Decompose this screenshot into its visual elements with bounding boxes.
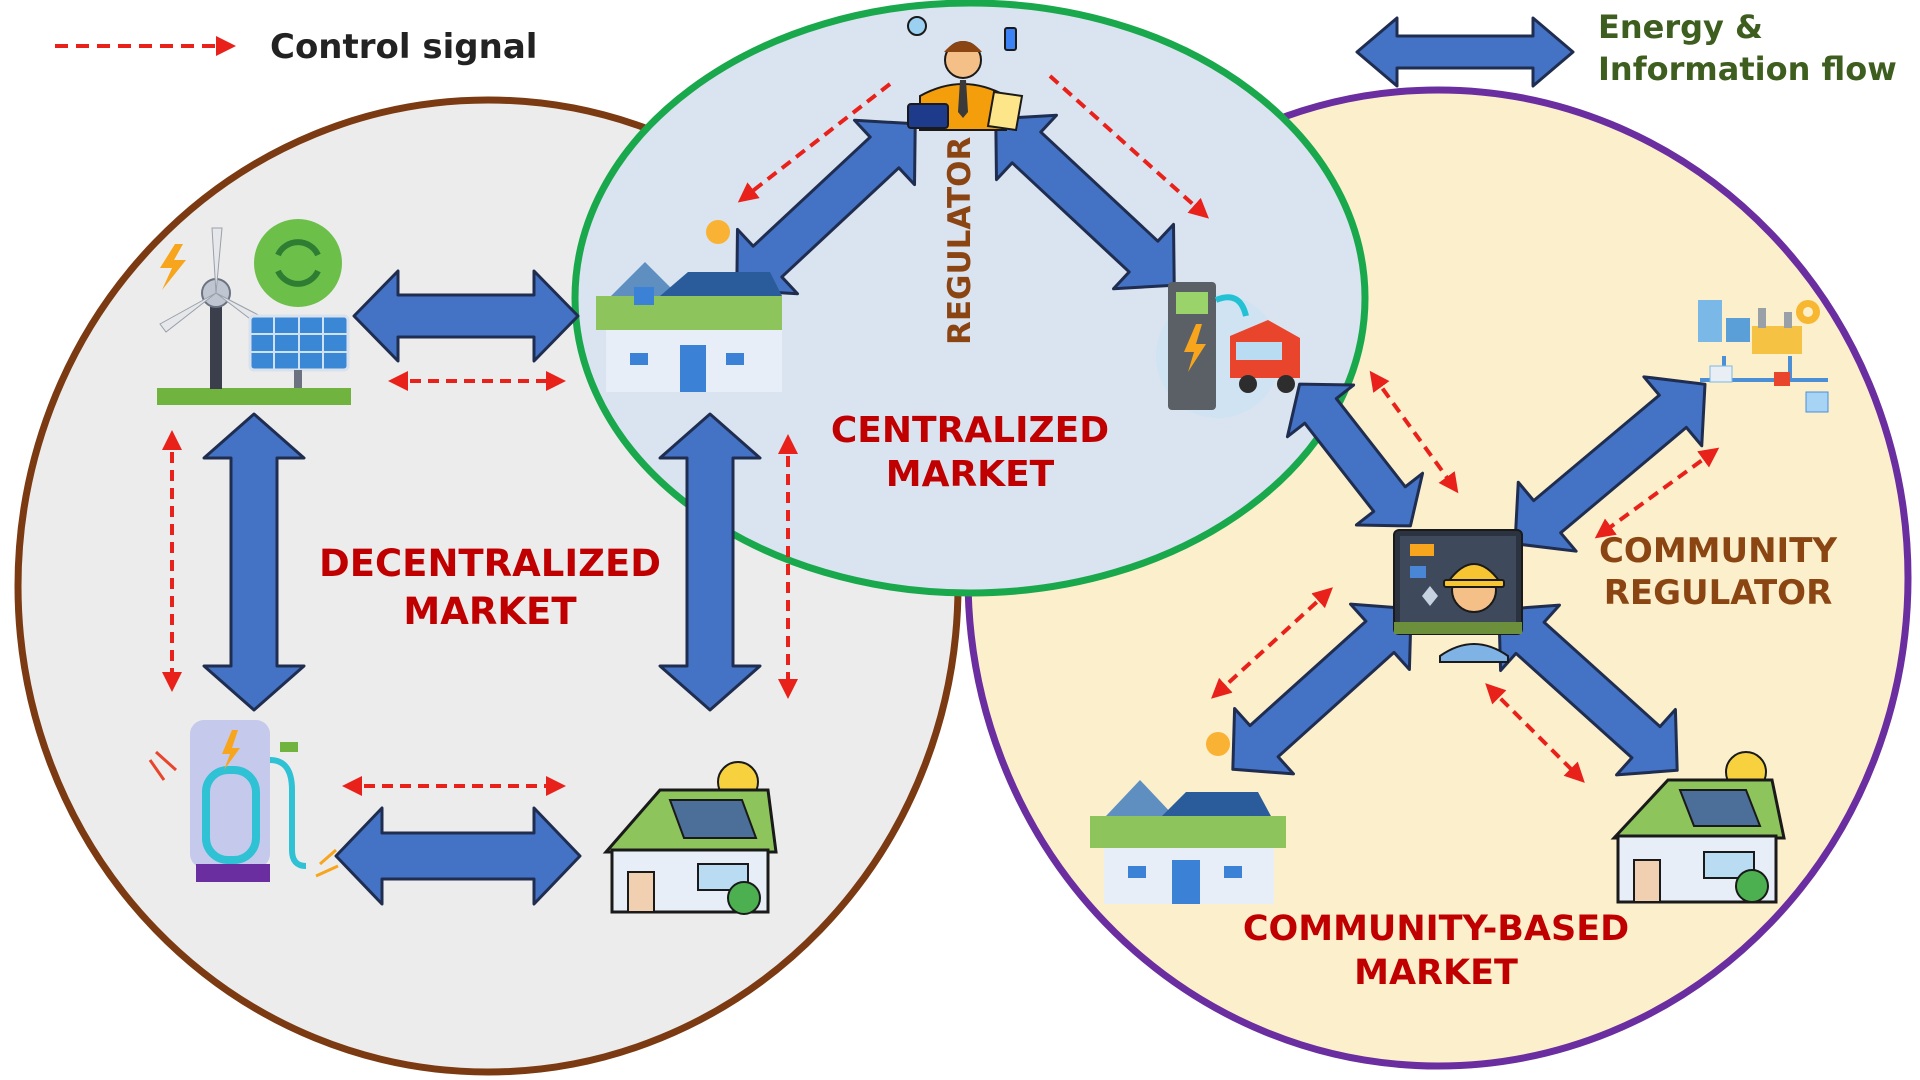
control-signal-factory-community	[1594, 447, 1720, 539]
flow-arrow-house-to-house	[658, 412, 762, 712]
flow-arrow-renewable-to-house	[352, 269, 580, 363]
decentralized-market-label-line2: MARKET	[403, 590, 577, 633]
control-signal-community-house-left	[1211, 587, 1333, 699]
centralized-market-label-line2: MARKET	[886, 454, 1055, 495]
decentralized-market-label-line1: DECENTRALIZED	[319, 542, 661, 585]
control-signal-regulator-house	[737, 82, 892, 203]
regulator-person-icon	[907, 16, 1024, 132]
centralized-house-solar-icon	[596, 220, 782, 392]
community-based-market-label-line2: MARKET	[1354, 953, 1518, 993]
flow-arrow-community-regulator-to-house-right	[1497, 603, 1679, 777]
legend-energy-flow-label-line1: Energy &	[1598, 8, 1763, 46]
centralized-market-circle	[571, 0, 1369, 597]
flow-arrow-renewable-to-charger	[202, 412, 306, 712]
control-signal-ev-community	[1369, 370, 1459, 494]
renewable-energy-icon	[157, 219, 351, 405]
regulator-label: REGULATOR	[942, 136, 978, 345]
ev-charging-station-icon	[1156, 282, 1300, 418]
factory-grid-icon	[1698, 300, 1829, 413]
decentralized-house-solar-icon	[602, 761, 778, 915]
flow-arrow-charger-to-house	[334, 806, 582, 906]
community-based-market-label-line1: COMMUNITY-BASED	[1243, 909, 1629, 949]
community-regulator-label-line1: COMMUNITY	[1599, 531, 1837, 571]
control-signal-community-house-right	[1485, 683, 1585, 783]
centralized-market-label-line1: CENTRALIZED	[831, 410, 1109, 451]
legend-energy-flow-label-line2: Information flow	[1598, 50, 1897, 88]
legend-control-signal-label: Control signal	[270, 27, 537, 67]
legend-control-signal: Control signal	[55, 27, 537, 67]
ev-charger-icon	[148, 720, 339, 882]
legend-energy-flow: Energy & Information flow	[1355, 8, 1897, 88]
community-regulator-label-line2: REGULATOR	[1604, 573, 1833, 613]
community-house-right-icon	[1610, 751, 1786, 904]
community-regulator-icon	[1393, 529, 1523, 663]
community-house-left-icon	[1090, 732, 1286, 904]
